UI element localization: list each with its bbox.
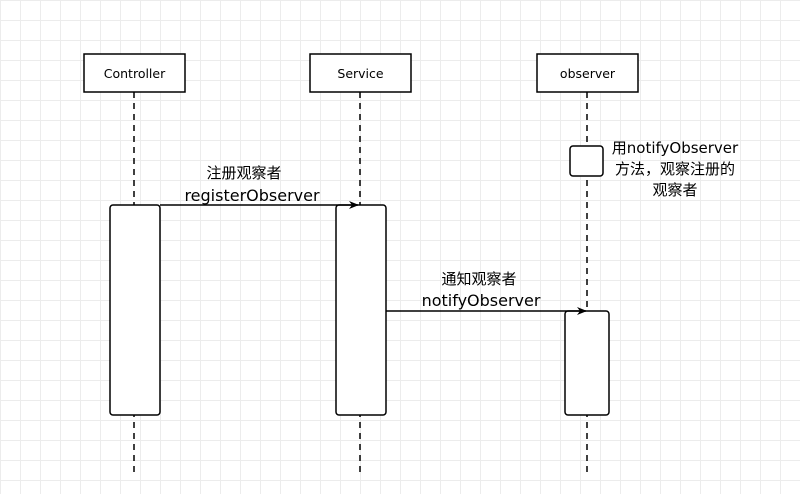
participant-controller[interactable]: Controller [83, 53, 186, 93]
message-notify-label-en: notifyObserver [422, 291, 541, 310]
self-note-line1: 用notifyObserver [612, 139, 739, 157]
self-note-line2: 方法，观察注册的 [615, 160, 735, 178]
activation-controller[interactable] [109, 204, 161, 416]
participant-observer[interactable]: observer [536, 53, 639, 93]
participant-observer-label: observer [560, 66, 616, 81]
participant-service[interactable]: Service [309, 53, 412, 93]
message-register-label-en: registerObserver [184, 186, 320, 205]
participant-controller-label: Controller [104, 66, 166, 81]
self-note-line3: 观察者 [652, 181, 697, 199]
activation-observer[interactable] [564, 310, 610, 416]
message-notify-label-cn: 通知观察者 [441, 270, 516, 288]
activation-observer-self[interactable] [569, 145, 604, 177]
message-register-label-cn: 注册观察者 [206, 164, 281, 182]
participant-service-label: Service [337, 66, 384, 81]
activation-service[interactable] [335, 204, 387, 416]
